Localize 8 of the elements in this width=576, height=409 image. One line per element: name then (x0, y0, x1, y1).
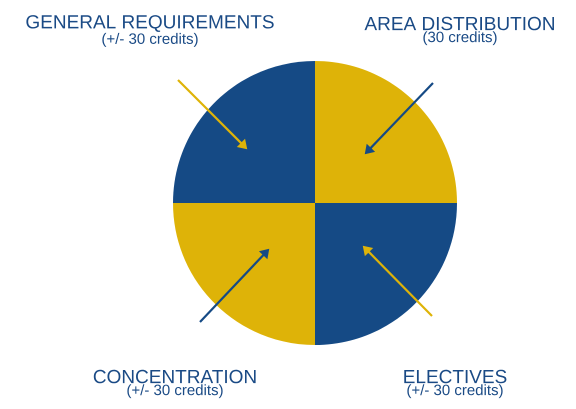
quadrant (173, 61, 315, 203)
category-label: ELECTIVES (+/- 30 credits) (404, 370, 506, 398)
category-label: CONCENTRATION (+/- 30 credits) (94, 370, 256, 398)
quadrant (315, 61, 457, 203)
category-label: GENERAL REQUIREMENTS (+/- 30 credits) (26, 15, 274, 47)
quadrant (173, 203, 315, 345)
quadrant (315, 203, 457, 345)
category-label: AREA DISTRIBUTION (30 credits) (364, 16, 554, 46)
